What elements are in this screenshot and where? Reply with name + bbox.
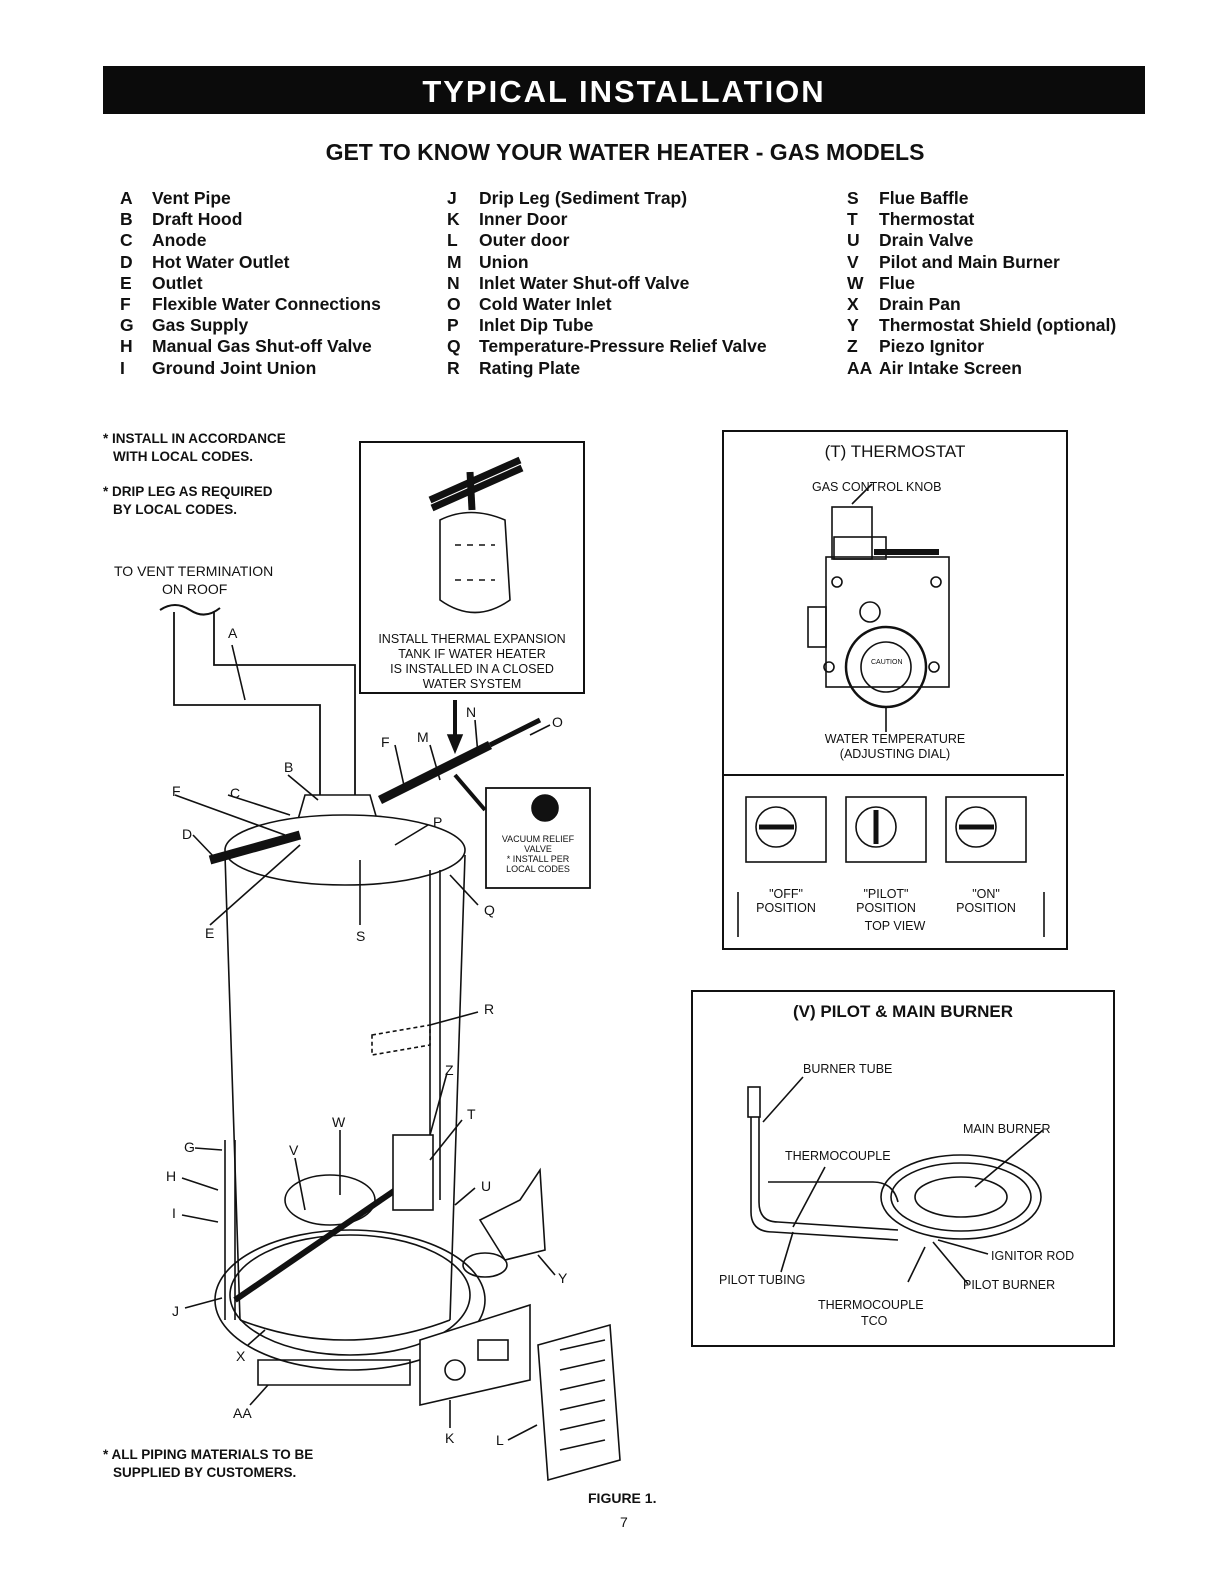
page-subtitle: GET TO KNOW YOUR WATER HEATER - GAS MODE…	[325, 139, 925, 165]
callout-g: G	[184, 1139, 195, 1155]
thermostat-drawing	[724, 483, 1064, 937]
vent-termination-note: TO VENT TERMINATION ON ROOF	[114, 563, 274, 597]
callout-a: A	[228, 625, 238, 641]
callout-e: E	[205, 925, 215, 941]
callout-o: O	[552, 714, 563, 730]
off-position-label: "OFF" POSITION	[756, 887, 816, 915]
callout-z: Z	[445, 1062, 454, 1078]
expansion-tank-label: INSTALL THERMAL EXPANSION TANK IF WATER …	[378, 632, 566, 691]
burner-tube-label: BURNER TUBE	[803, 1062, 893, 1076]
callout-h: H	[166, 1168, 177, 1184]
callout-aa: AA	[233, 1405, 252, 1421]
callout-d: D	[182, 826, 193, 842]
callout-t: T	[467, 1106, 476, 1122]
callout-c: C	[230, 785, 241, 801]
drip-leg-note: * DRIP LEG AS REQUIRED BY LOCAL CODES.	[103, 484, 273, 517]
callout-q: Q	[484, 902, 495, 918]
thermocouple-tco-label: THERMOCOUPLE	[818, 1298, 924, 1312]
tco-label: TCO	[861, 1314, 888, 1328]
caution-label: CAUTION	[871, 659, 903, 666]
callout-f: F	[172, 783, 181, 799]
on-position-label: "ON" POSITION	[956, 887, 1016, 915]
callout-b: B	[284, 759, 294, 775]
banner-title: TYPICAL INSTALLATION	[422, 74, 826, 109]
main-burner-label: MAIN BURNER	[963, 1122, 1051, 1136]
callout-y: Y	[558, 1270, 568, 1286]
callout-k: K	[445, 1430, 455, 1446]
water-temperature-label: WATER TEMPERATURE (ADJUSTING DIAL)	[824, 732, 966, 761]
callout-s: S	[356, 928, 366, 944]
callout-r: R	[484, 1001, 495, 1017]
pilot-burner-label: PILOT BURNER	[963, 1278, 1056, 1292]
title-banner: TYPICAL INSTALLATION	[103, 66, 1145, 114]
piping-note: * ALL PIPING MATERIALS TO BE SUPPLIED BY…	[103, 1447, 314, 1480]
callout-w: W	[332, 1114, 346, 1130]
callout-v: V	[289, 1142, 299, 1158]
figure-caption: FIGURE 1.	[588, 1490, 657, 1506]
burner-drawing	[747, 1076, 1044, 1285]
pilot-position-label: "PILOT" POSITION	[856, 887, 916, 915]
callout-m: M	[417, 729, 429, 745]
callout-j: J	[172, 1303, 179, 1319]
vacuum-relief-label: VACUUM RELIEF VALVE * INSTALL PER LOCAL …	[501, 834, 575, 874]
thermocouple-label: THERMOCOUPLE	[785, 1149, 891, 1163]
callout-n: N	[466, 704, 477, 720]
callout-i: I	[172, 1205, 176, 1221]
pilot-tubing-label: PILOT TUBING	[719, 1273, 806, 1287]
callout-x: X	[236, 1348, 246, 1364]
thermostat-box: (T) THERMOSTAT GAS CONTROL KNOB CAUTION …	[722, 430, 1068, 950]
page-number: 7	[620, 1514, 628, 1530]
callout-p: P	[433, 814, 443, 830]
top-view-label: TOP VIEW	[864, 919, 926, 933]
thermostat-title: (T) THERMOSTAT	[824, 442, 966, 461]
callout-l: L	[496, 1432, 504, 1448]
ignitor-rod-label: IGNITOR ROD	[991, 1249, 1075, 1263]
callout-u: U	[481, 1178, 492, 1194]
burner-title: (V) PILOT & MAIN BURNER	[792, 1002, 1014, 1021]
gas-control-knob-label: GAS CONTROL KNOB	[812, 480, 942, 494]
burner-box: (V) PILOT & MAIN BURNER BURNER TUBE MAIN…	[691, 990, 1115, 1347]
install-note: * INSTALL IN ACCORDANCE WITH LOCAL CODES…	[103, 431, 286, 464]
callout-f-2: F	[381, 734, 390, 750]
